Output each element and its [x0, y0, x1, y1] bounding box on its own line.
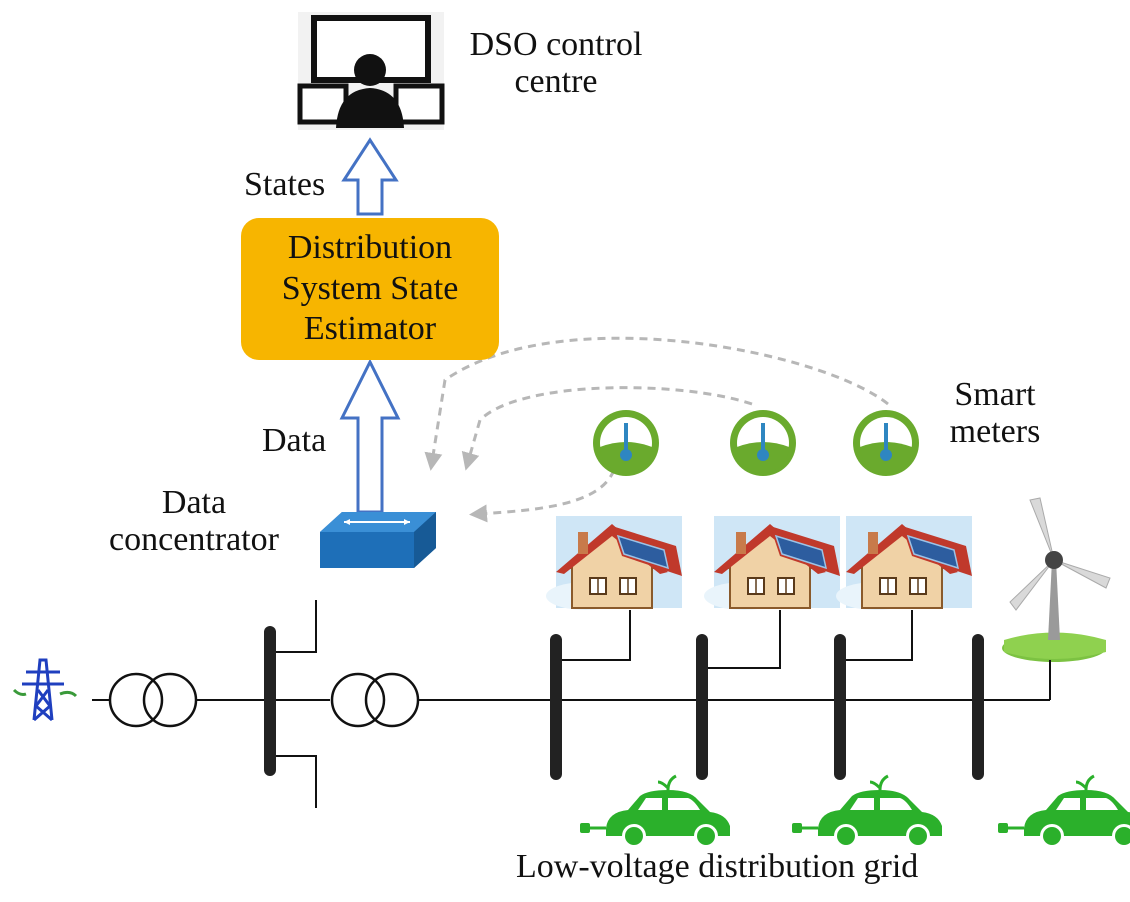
- electric-car-2-icon: [790, 774, 944, 850]
- states-arrow: [341, 137, 399, 216]
- transformer-2-icon: [330, 672, 420, 728]
- buses: [264, 626, 984, 780]
- state-estimator-box: Distribution System State Estimator: [241, 218, 499, 360]
- concentrator-label: Data concentrator: [84, 484, 304, 559]
- meter-communication-lines: [424, 336, 889, 523]
- concentrator-label-line2: concentrator: [109, 521, 279, 559]
- smart-meter-3-icon: [851, 408, 921, 478]
- smart-meters-line1: Smart: [954, 376, 1036, 413]
- solar-house-2-icon: [703, 515, 841, 611]
- data-arrow: [339, 358, 401, 514]
- wind-turbine-icon: [1002, 497, 1111, 662]
- smart-meter-2-icon: [728, 408, 798, 478]
- dso-label-line1: DSO control: [469, 26, 643, 63]
- solar-house-3-icon: [835, 515, 973, 611]
- estimator-line1: Distribution: [287, 228, 453, 266]
- data-concentrator-icon: [320, 512, 436, 568]
- transmission-tower-icon: [12, 658, 78, 722]
- estimator-line2: System State: [281, 269, 459, 307]
- electric-car-1-icon: [578, 774, 732, 850]
- smart-meter-1-icon: [591, 408, 661, 478]
- electric-car-3-icon: [996, 774, 1130, 850]
- smart-meters-line2: meters: [949, 413, 1041, 451]
- dso-control-centre-icon: [297, 12, 445, 130]
- smart-meters-label: Smart meters: [930, 376, 1060, 451]
- estimator-line3: Estimator: [303, 310, 437, 348]
- dso-label: DSO control centre: [446, 26, 666, 101]
- dso-label-line2: centre: [514, 63, 598, 101]
- grid-caption: Low-voltage distribution grid: [516, 848, 919, 885]
- grid-lines: [92, 600, 1051, 808]
- data-label: Data: [262, 422, 327, 459]
- states-label: States: [244, 166, 326, 203]
- transformer-1-icon: [108, 672, 198, 728]
- concentrator-label-line1: Data: [161, 484, 227, 521]
- solar-house-1-icon: [545, 515, 683, 611]
